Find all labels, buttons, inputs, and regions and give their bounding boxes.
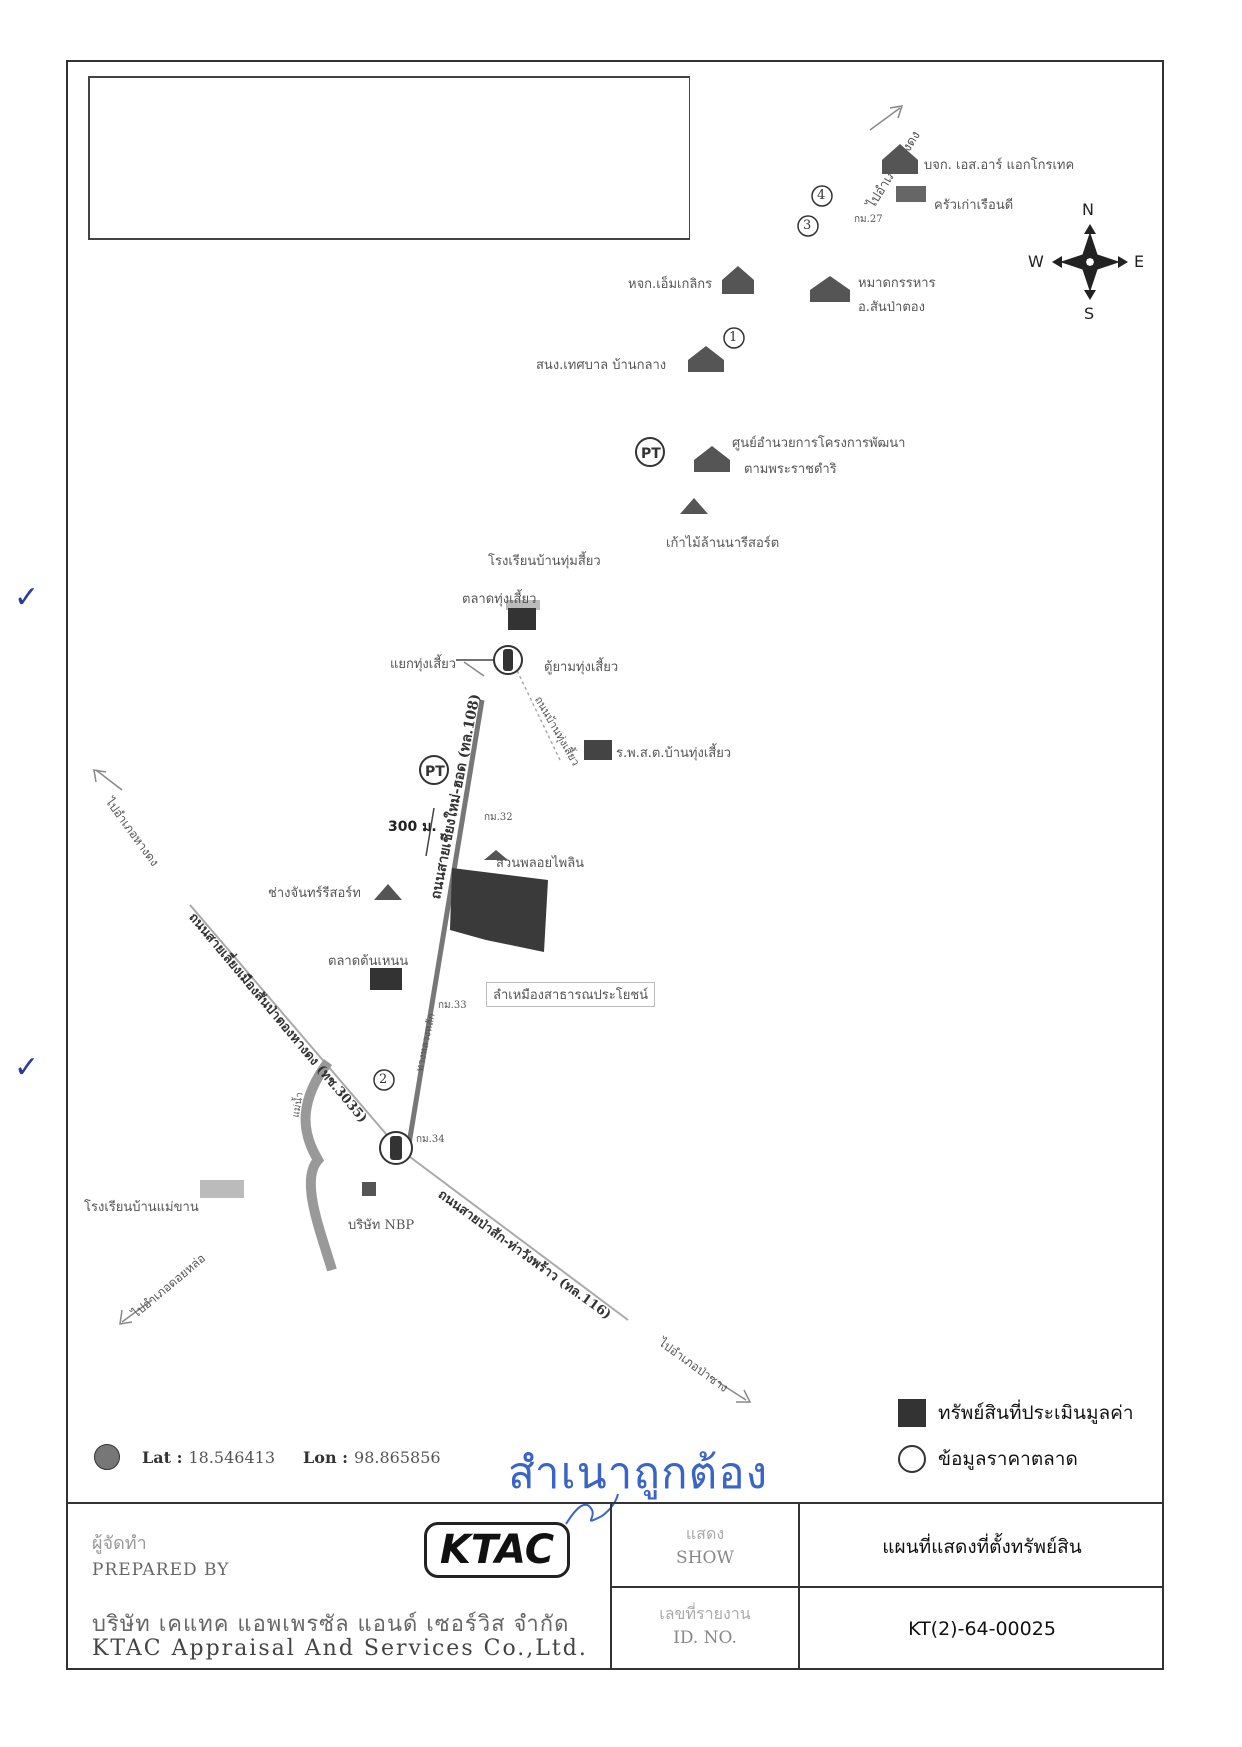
label-public-road: ลำเหมืองสาธารณประโยชน์ bbox=[486, 982, 656, 1007]
location-dot-icon bbox=[94, 1444, 120, 1470]
circle-icon bbox=[898, 1445, 926, 1473]
footer-table: ผู้จัดทำ PREPARED BY KTAC บริษัท เคแทค แ… bbox=[66, 1502, 1164, 1672]
show-cell: แสดง SHOW bbox=[610, 1504, 798, 1588]
company-en: KTAC Appraisal And Services Co.,Ltd. bbox=[92, 1636, 588, 1661]
label-school1: โรงเรียนบ้านทุ่มสี้ยว bbox=[488, 554, 601, 569]
lat-label: Lat : bbox=[142, 1447, 183, 1467]
label-district-office: หมาดกรรหาร bbox=[858, 276, 936, 291]
inset-box bbox=[88, 76, 690, 240]
road-116 bbox=[397, 1147, 629, 1321]
road-3035 bbox=[189, 904, 399, 1149]
prepared-cell: ผู้จัดทำ PREPARED BY KTAC บริษัท เคแทค แ… bbox=[66, 1504, 610, 1670]
gas-station-icon: PT bbox=[419, 755, 449, 785]
road-108 bbox=[405, 699, 485, 1151]
compass-s: S bbox=[1084, 304, 1095, 323]
report-id: KT(2)-64-00025 bbox=[908, 1618, 1056, 1640]
svg-text:PT: PT bbox=[425, 764, 445, 780]
certified-copy-stamp: สำเนาถูกต้อง bbox=[508, 1448, 769, 1499]
building-icons bbox=[200, 144, 926, 1198]
company-th: บริษัท เคแทค แอพเพรซัล แอนด์ เซอร์วิส จำ… bbox=[92, 1612, 570, 1637]
traffic-light-icon bbox=[379, 1131, 413, 1165]
label-center: ศูนย์อำนวยการโครงการพัฒนา bbox=[732, 436, 906, 451]
label-restaurant: ครัวเก่าเรือนดี bbox=[934, 198, 1014, 213]
label-distance: 300 ม. bbox=[388, 819, 437, 835]
label-resort2: ช่างจันทร์รีสอร์ท bbox=[268, 886, 361, 901]
label-center2: ตามพระราชดำริ bbox=[744, 462, 837, 477]
subject-property bbox=[450, 868, 548, 952]
marker-2: 2 bbox=[379, 1072, 388, 1087]
label-warehouse: หจก.เอ็มเกลิกร bbox=[628, 277, 713, 292]
label-golf: สวนพลอยไพลิน bbox=[496, 856, 585, 871]
check-mark-icon: ✓ bbox=[14, 580, 40, 615]
compass-n: N bbox=[1082, 200, 1094, 219]
id-th: เลขที่รายงาน bbox=[659, 1604, 751, 1623]
svg-text:PT: PT bbox=[641, 446, 661, 462]
coordinates: Lat : 18.546413 Lon : 98.865856 bbox=[94, 1444, 441, 1470]
marker-1: 1 bbox=[729, 330, 738, 345]
compass-e: E bbox=[1134, 252, 1145, 271]
direction-arrows bbox=[93, 105, 904, 1403]
side-road bbox=[511, 659, 561, 761]
distance-arrow bbox=[425, 807, 435, 857]
label-bsr: บจก. เอส.อาร์ แอกโกรเทค bbox=[924, 158, 1075, 173]
lon-value: 98.865856 bbox=[354, 1447, 441, 1467]
label-school2: โรงเรียนบ้านแม่ขาน bbox=[84, 1200, 199, 1215]
signature-icon bbox=[565, 1493, 619, 1525]
label-district-office2: อ.สันป่าตอง bbox=[858, 300, 925, 315]
id-label-cell: เลขที่รายงาน ID. NO. bbox=[610, 1588, 798, 1670]
label-resort1: เก้าไม้ล้านนารีสอร์ต bbox=[666, 536, 780, 551]
check-mark-icon: ✓ bbox=[14, 1050, 40, 1085]
marker-3: 3 bbox=[803, 218, 812, 233]
legend-asset-label: ทรัพย์สินที่ประเมินมูลค่า bbox=[938, 1402, 1134, 1424]
label-km33: กม.33 bbox=[438, 1000, 467, 1011]
filled-square-icon bbox=[898, 1399, 926, 1427]
label-police: ตู้ยามทุ่งเสี้ยว bbox=[544, 660, 619, 675]
legend-item-asset: ทรัพย์สินที่ประเมินมูลค่า bbox=[898, 1390, 1134, 1436]
label-junction: แยกทุ่งเสี้ยว bbox=[390, 657, 457, 672]
lon-label: Lon : bbox=[303, 1447, 349, 1467]
map-frame bbox=[66, 60, 1164, 1670]
label-km32: กม.32 bbox=[484, 812, 513, 823]
prepared-th: ผู้จัดทำ bbox=[92, 1533, 147, 1554]
label-company: บริษัท NBP bbox=[348, 1218, 415, 1233]
map-title: แผนที่แสดงที่ตั้งทรัพย์สิน bbox=[882, 1536, 1082, 1558]
gas-station-icon: PT bbox=[635, 437, 665, 467]
label-hospital: ร.พ.ส.ต.บ้านทุ่งเสี้ยว bbox=[616, 746, 732, 761]
label-market2: ตลาดต้นเหนน bbox=[328, 954, 409, 969]
label-subdistrict: สนง.เทศบาล บ้านกลาง bbox=[536, 358, 667, 373]
prepared-en: PREPARED BY bbox=[92, 1560, 230, 1580]
id-value-cell: KT(2)-64-00025 bbox=[798, 1588, 1164, 1670]
river bbox=[300, 1059, 337, 1272]
legend-market-label: ข้อมูลราคาตลาด bbox=[938, 1448, 1078, 1470]
ktac-logo: KTAC bbox=[424, 1522, 570, 1578]
legend: ทรัพย์สินที่ประเมินมูลค่า ข้อมูลราคาตลาด bbox=[898, 1390, 1134, 1482]
label-market1: ตลาดทุ่งเสี้ยว bbox=[462, 592, 537, 607]
numbered-markers bbox=[373, 185, 833, 1091]
label-km34: กม.34 bbox=[416, 1134, 445, 1145]
legend-item-market: ข้อมูลราคาตลาด bbox=[898, 1436, 1134, 1482]
lat-value: 18.546413 bbox=[188, 1447, 276, 1467]
compass-w: W bbox=[1028, 252, 1044, 271]
label-km27: กม.27 bbox=[854, 214, 883, 225]
show-th: แสดง bbox=[685, 1524, 725, 1543]
marker-4: 4 bbox=[817, 188, 826, 203]
id-en: ID. NO. bbox=[673, 1628, 737, 1648]
traffic-light-icon bbox=[493, 645, 523, 675]
compass-icon bbox=[1052, 224, 1128, 300]
title-cell: แผนที่แสดงที่ตั้งทรัพย์สิน bbox=[798, 1504, 1164, 1588]
show-en: SHOW bbox=[676, 1548, 734, 1568]
